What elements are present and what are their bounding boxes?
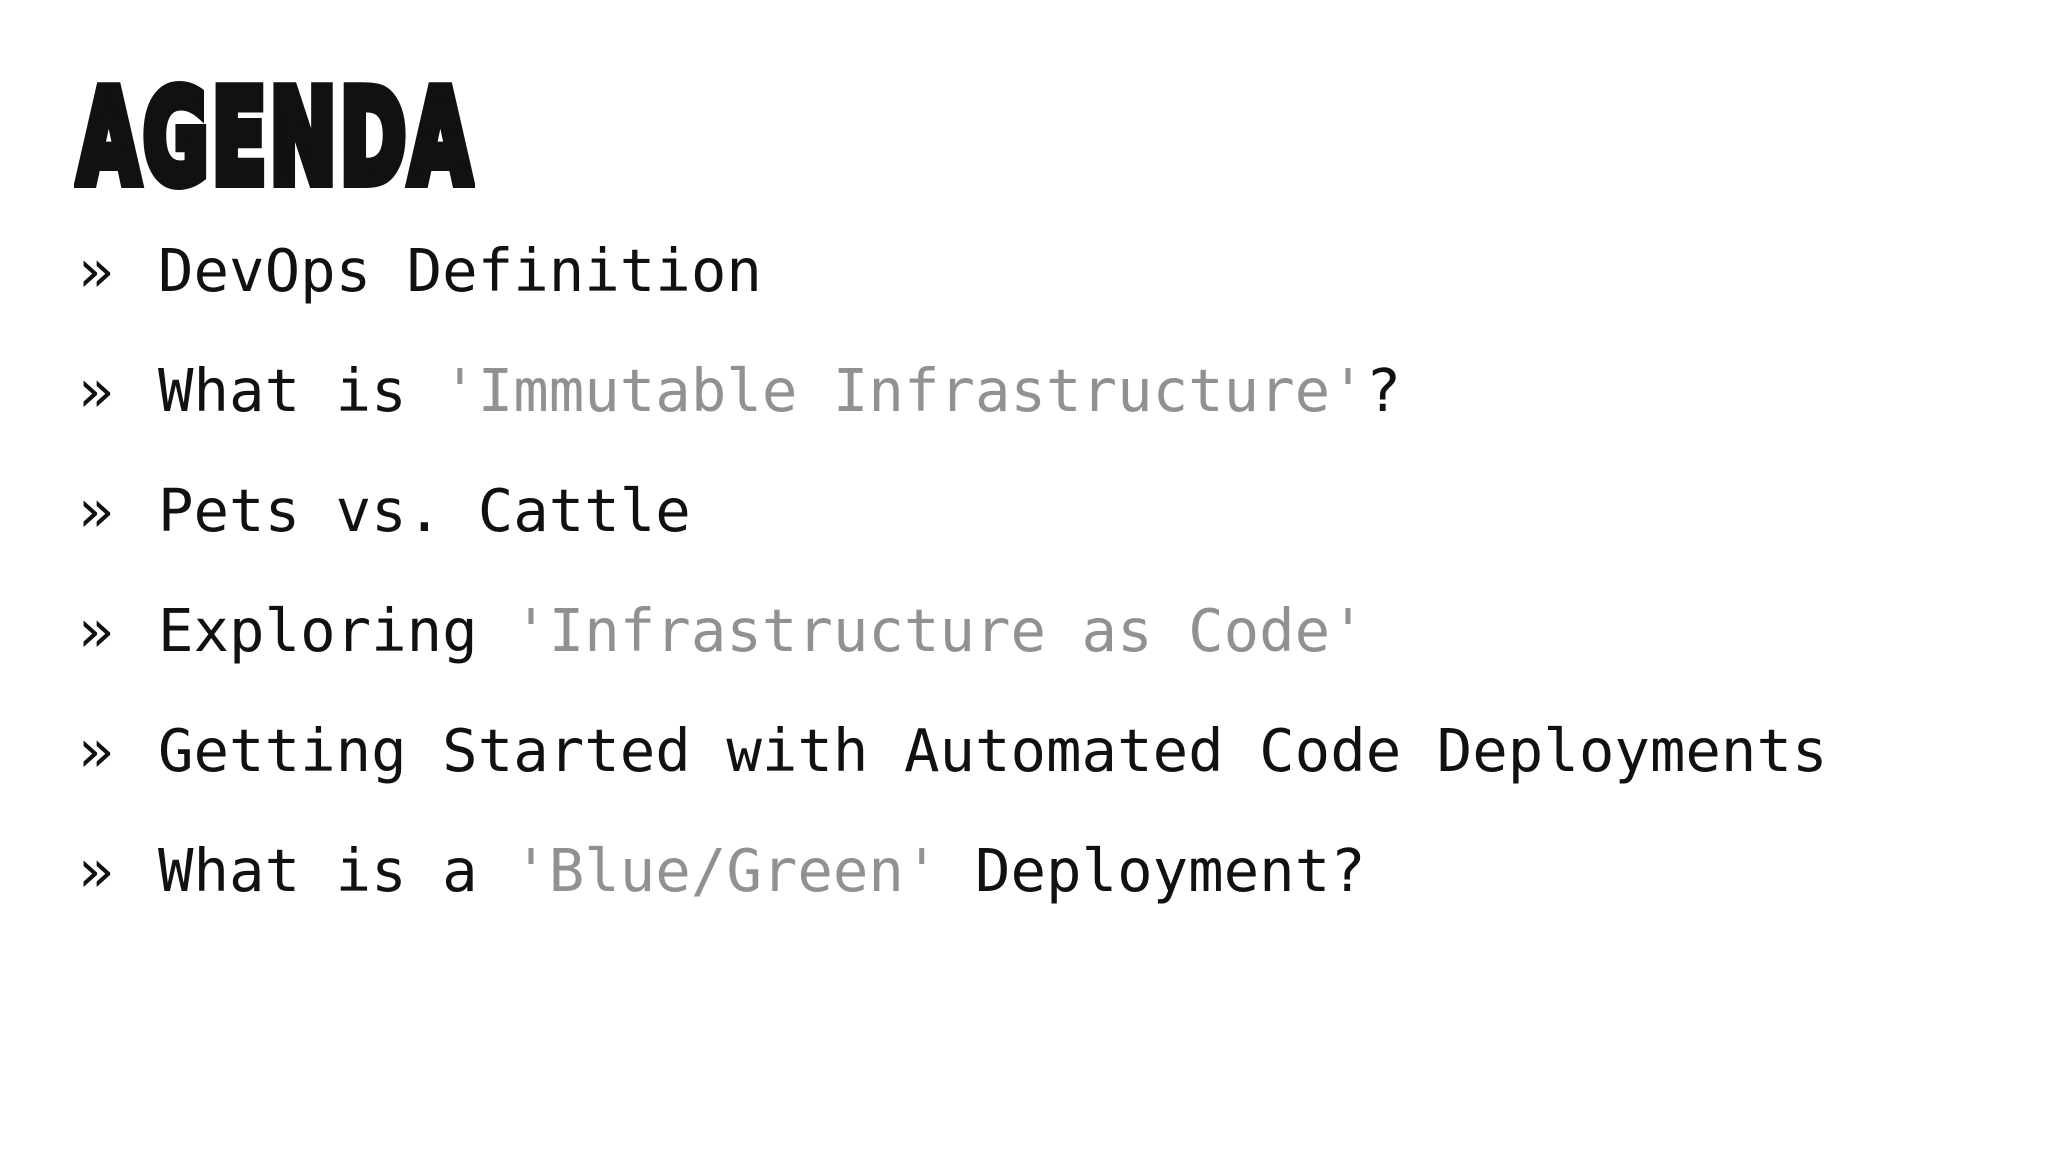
item-text: Getting Started with Automated Code Depl… [158, 691, 1828, 811]
list-item: » What is a 'Blue/Green' Deployment? [78, 811, 1828, 931]
text-segment: Pets vs. Cattle [158, 476, 691, 545]
chevron-bullet-icon: » [78, 476, 114, 545]
item-text: DevOps Definition [158, 211, 762, 331]
page-title: AGENDA [74, 64, 475, 213]
text-segment: Deployment? [939, 836, 1366, 905]
chevron-bullet-icon: » [78, 596, 114, 665]
list-item: » Getting Started with Automated Code Dep… [78, 691, 1828, 811]
text-segment: ? [1365, 356, 1402, 425]
list-item: » Exploring 'Infrastructure as Code' [78, 571, 1828, 691]
list-item: » What is 'Immutable Infrastructure'? [78, 331, 1828, 451]
chevron-bullet-icon: » [78, 836, 114, 905]
text-segment: Exploring [158, 596, 514, 665]
chevron-bullet-icon: » [78, 236, 114, 305]
item-text: Pets vs. Cattle [158, 451, 691, 571]
text-segment: What is [158, 356, 443, 425]
text-segment: Getting Started with Automated Code Depl… [158, 716, 1828, 785]
text-segment: DevOps Definition [158, 236, 762, 305]
muted-phrase: 'Infrastructure as Code' [513, 596, 1366, 665]
list-item: » Pets vs. Cattle [78, 451, 1828, 571]
chevron-bullet-icon: » [78, 356, 114, 425]
chevron-bullet-icon: » [78, 716, 114, 785]
agenda-list: » DevOps Definition » What is 'Immutable In… [78, 211, 1828, 931]
item-text: Exploring 'Infrastructure as Code' [158, 571, 1366, 691]
muted-phrase: 'Immutable Infrastructure' [442, 356, 1366, 425]
muted-phrase: 'Blue/Green' [513, 836, 940, 905]
item-text: What is 'Immutable Infrastructure'? [158, 331, 1401, 451]
item-text: What is a 'Blue/Green' Deployment? [158, 811, 1366, 931]
list-item: » DevOps Definition [78, 211, 1828, 331]
text-segment: What is a [158, 836, 514, 905]
